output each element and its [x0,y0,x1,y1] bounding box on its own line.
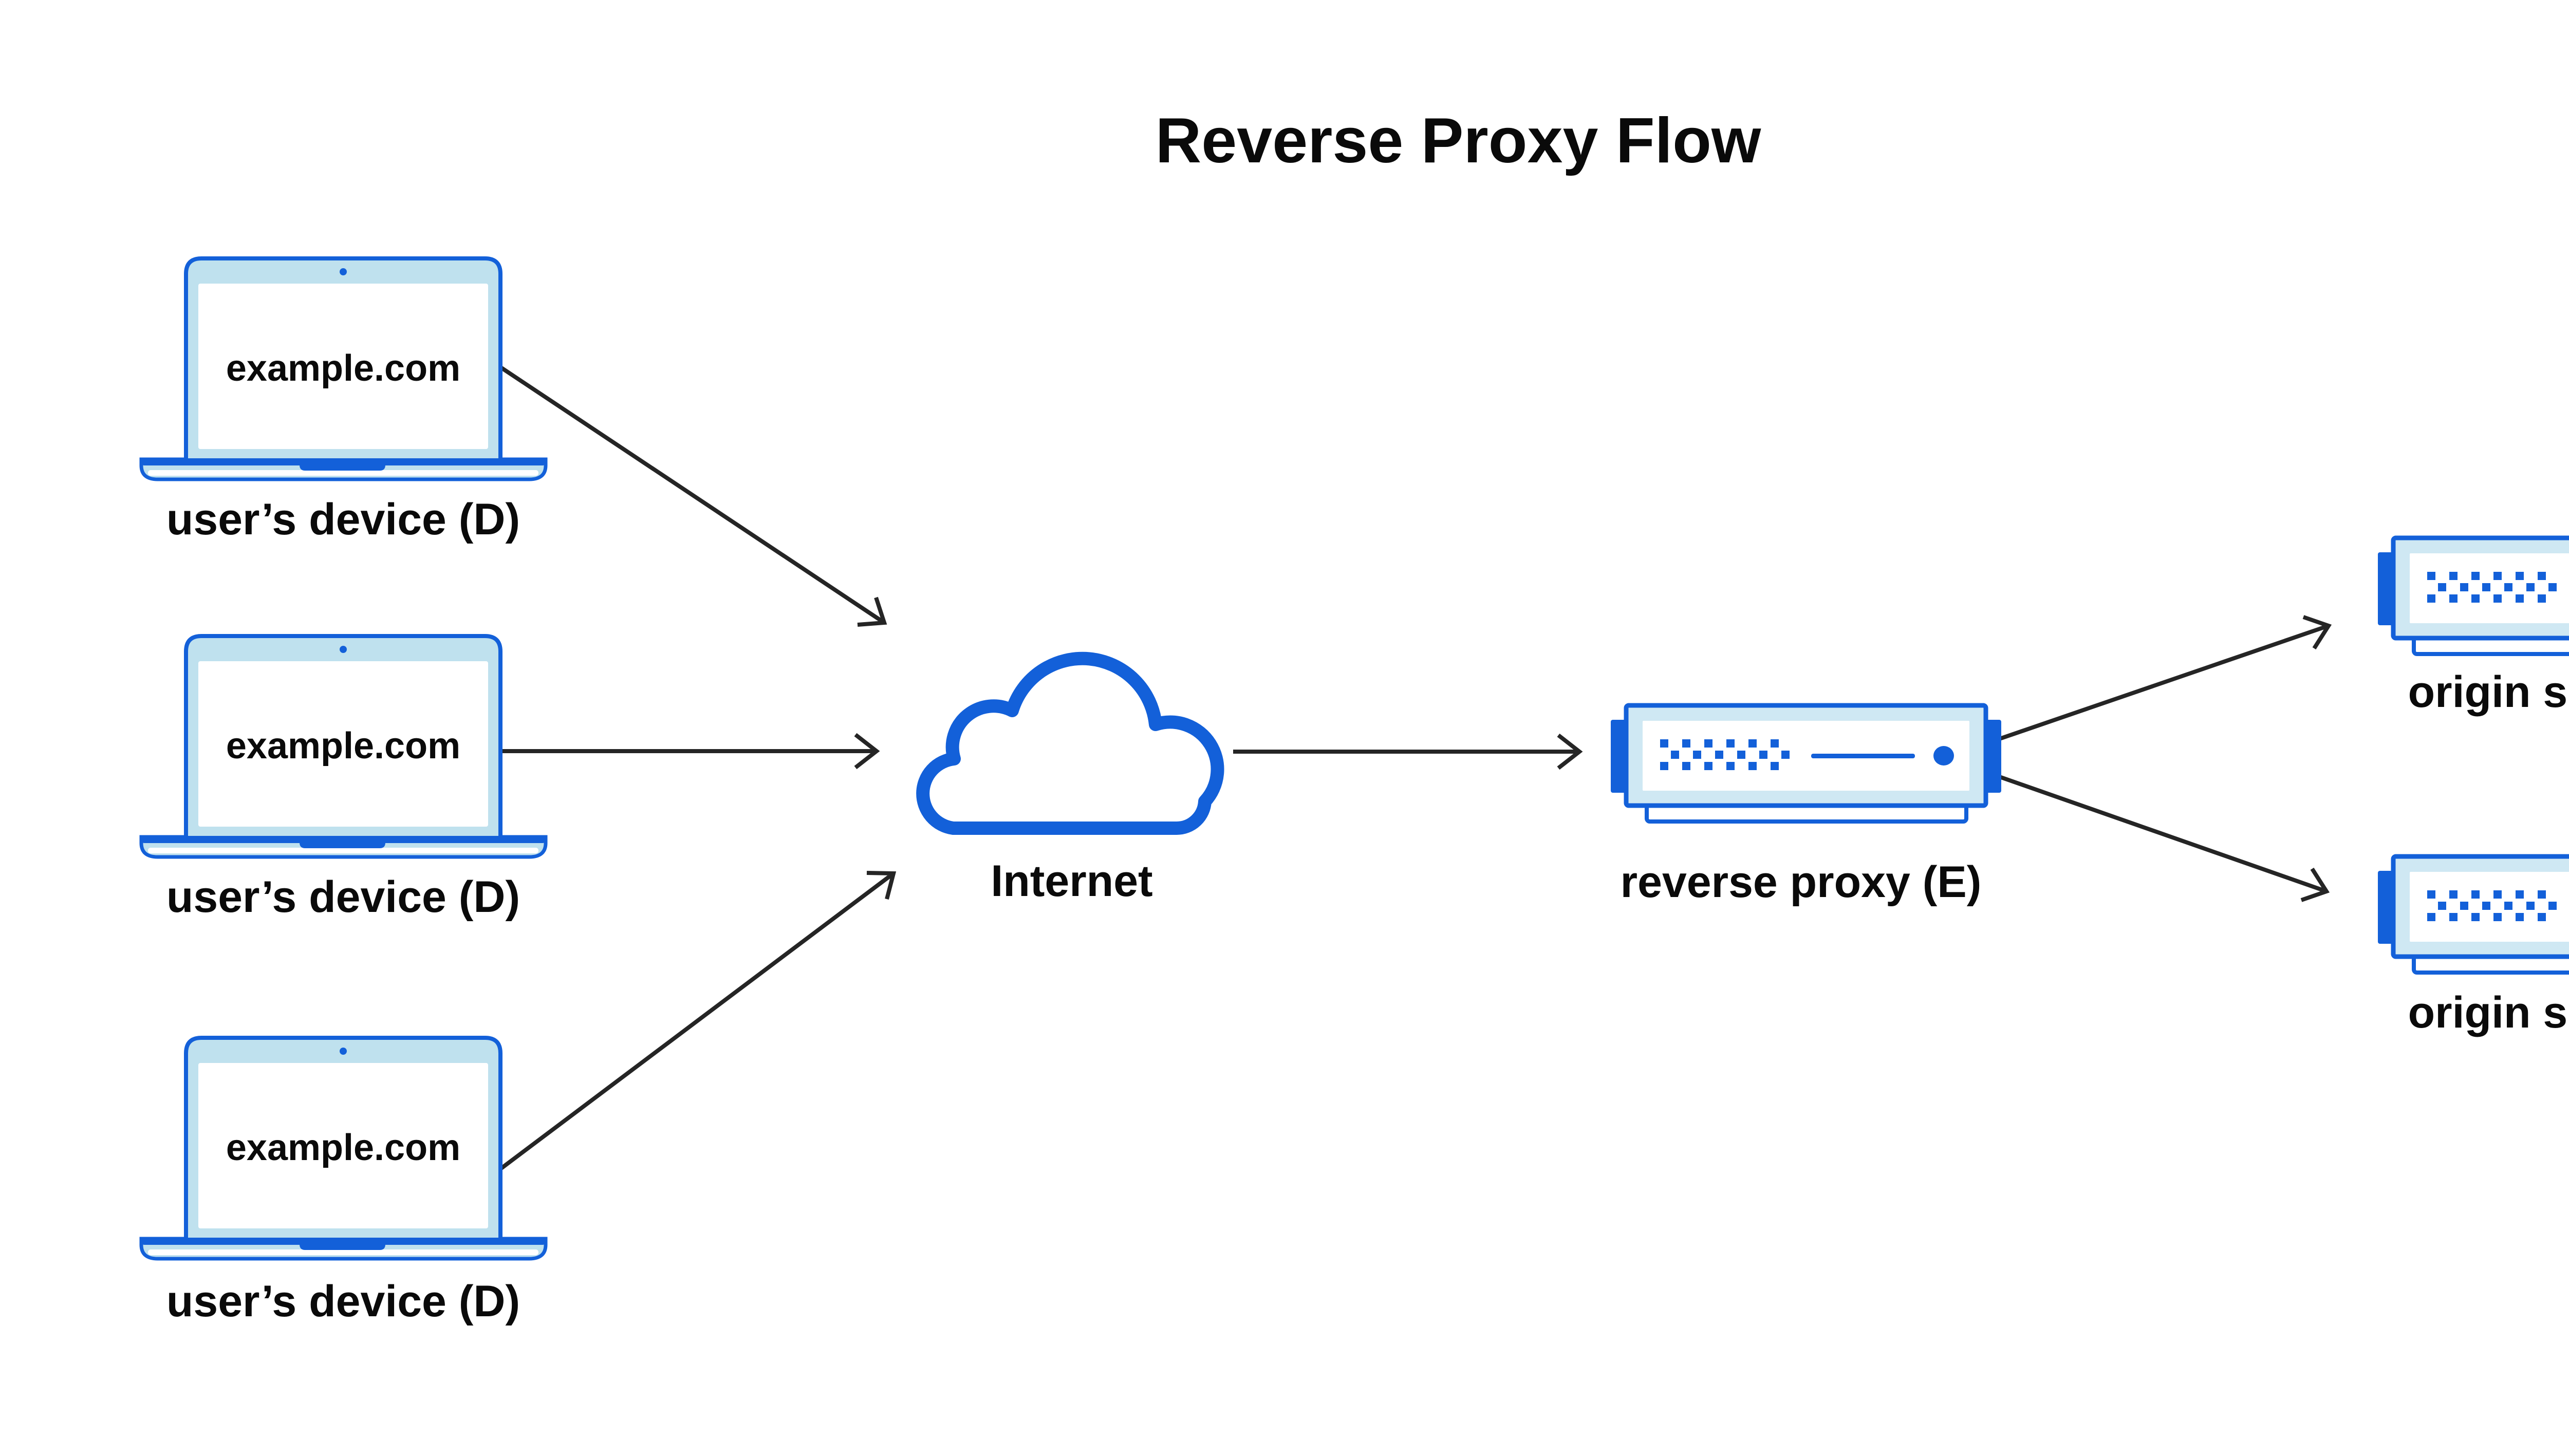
origin-server-1: origin server (F) [2378,538,2569,717]
user-device-3-url: example.com [226,1127,460,1168]
internet-cloud-icon [916,651,1224,835]
arrow-device1-to-internet [498,365,887,627]
arrow-internet-to-proxy [1233,733,1583,770]
user-device-2: example.com user’s device (D) [141,636,546,922]
arrow-device3-to-internet [498,871,897,1171]
origin-server-2: origin server (F) [2378,856,2569,1037]
origin-server-1-icon [2378,538,2569,654]
reverse-proxy-label: reverse proxy (E) [1621,857,1982,907]
user-device-2-label: user’s device (D) [166,872,520,922]
user-device-1: example.com user’s device (D) [141,258,546,544]
internet-label: Internet [991,856,1152,906]
reverse-proxy-node: reverse proxy (E) [1611,705,2001,907]
origin-server-2-label: origin server (F) [2408,988,2569,1037]
user-device-1-url: example.com [226,348,460,389]
internet-node: Internet [916,651,1224,906]
arrow-proxy-to-origin1 [1996,615,2332,742]
reverse-proxy-icon [1611,705,2001,822]
user-device-1-label: user’s device (D) [166,495,520,544]
origin-server-1-label: origin server (F) [2408,667,2569,717]
arrow-proxy-to-origin2 [1996,774,2330,902]
user-device-2-url: example.com [226,725,460,767]
user-device-3: example.com user’s device (D) [141,1038,546,1326]
flow-arrows [498,365,2332,1171]
user-device-3-label: user’s device (D) [166,1277,520,1326]
diagram-title: Reverse Proxy Flow [1156,105,1761,176]
origin-server-2-icon [2378,856,2569,973]
arrow-device2-to-internet [500,733,880,770]
